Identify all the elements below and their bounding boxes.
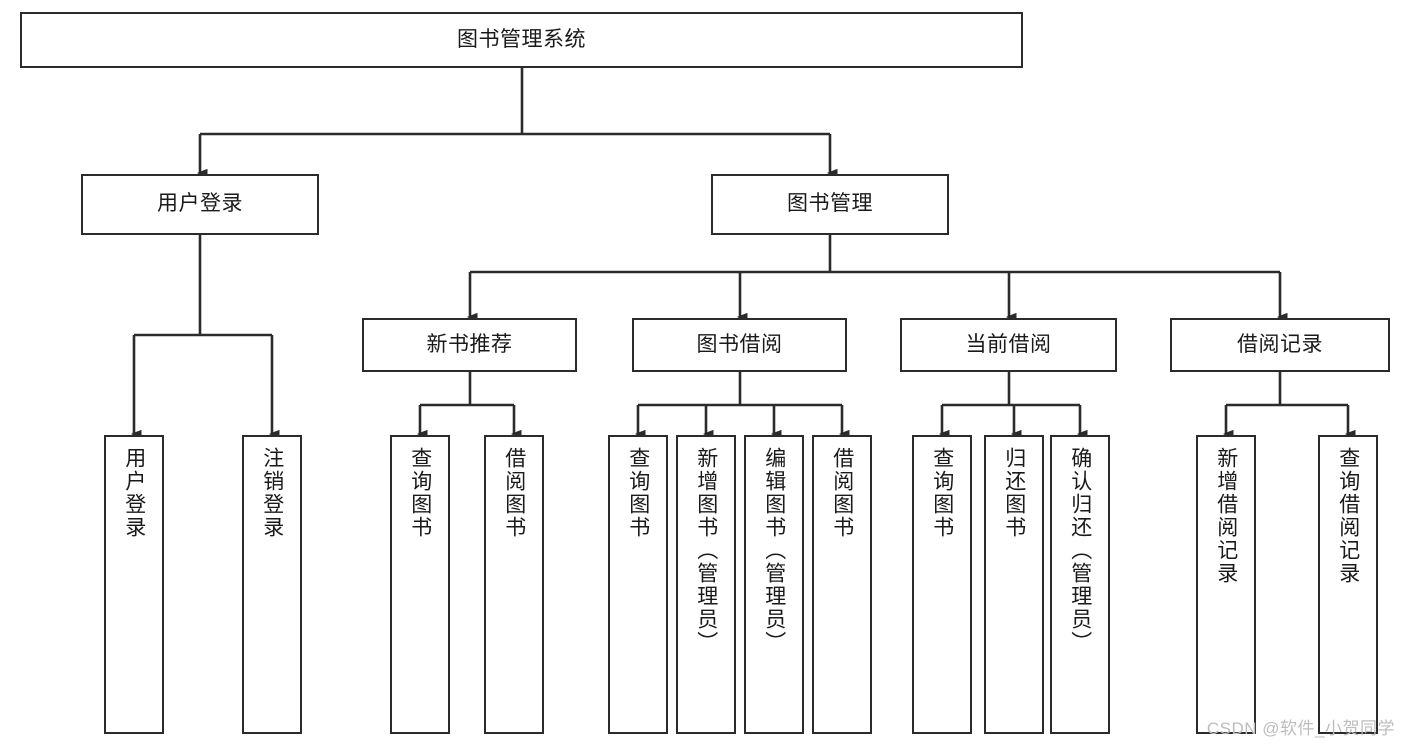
node-label: 当前借阅: [965, 332, 1052, 356]
node-new-book-rec[interactable]: 新书推荐: [362, 318, 577, 372]
node-leaf-borrow-1[interactable]: 借阅图书: [484, 435, 544, 734]
node-label: 借阅图书: [830, 447, 854, 539]
node-user-login[interactable]: 用户登录: [81, 174, 319, 235]
node-label: 用户登录: [157, 192, 243, 216]
node-label: 新增图书（管理员）: [694, 447, 718, 654]
connector-lines: [134, 68, 1348, 434]
node-leaf-confirm[interactable]: 确认归还（管理员）: [1050, 435, 1110, 734]
node-borrow-record[interactable]: 借阅记录: [1170, 318, 1390, 372]
node-label: 图书管理: [787, 192, 873, 216]
node-root[interactable]: 图书管理系统: [20, 12, 1023, 68]
node-leaf-user-login[interactable]: 用户登录: [104, 435, 164, 734]
node-label: 图书管理系统: [457, 27, 586, 51]
node-leaf-query-3[interactable]: 查询图书: [912, 435, 972, 734]
node-leaf-query-1[interactable]: 查询图书: [390, 435, 450, 734]
node-label: 注销登录: [260, 447, 284, 539]
node-book-borrow[interactable]: 图书借阅: [632, 318, 847, 372]
node-current-borrow[interactable]: 当前借阅: [900, 318, 1117, 372]
node-label: 查询图书: [626, 447, 650, 539]
node-label: 查询借阅记录: [1336, 447, 1360, 585]
node-label: 借阅记录: [1237, 332, 1323, 356]
node-label: 新书推荐: [426, 332, 513, 356]
node-leaf-add-book[interactable]: 新增图书（管理员）: [676, 435, 736, 734]
node-leaf-borrow-2[interactable]: 借阅图书: [812, 435, 872, 734]
node-book-manage[interactable]: 图书管理: [711, 174, 949, 235]
node-label: 归还图书: [1002, 447, 1026, 539]
node-leaf-query-rec[interactable]: 查询借阅记录: [1318, 435, 1378, 734]
node-leaf-query-2[interactable]: 查询图书: [608, 435, 668, 734]
node-label: 查询图书: [408, 447, 432, 539]
node-label: 用户登录: [122, 447, 146, 539]
node-label: 新增借阅记录: [1214, 447, 1238, 585]
node-leaf-return[interactable]: 归还图书: [984, 435, 1044, 734]
node-label: 图书借阅: [696, 332, 783, 356]
node-leaf-logout[interactable]: 注销登录: [242, 435, 302, 734]
node-label: 借阅图书: [502, 447, 526, 539]
node-label: 编辑图书（管理员）: [762, 447, 786, 654]
node-label: 确认归还（管理员）: [1068, 447, 1092, 654]
node-leaf-edit-book[interactable]: 编辑图书（管理员）: [744, 435, 804, 734]
node-label: 查询图书: [930, 447, 954, 539]
node-leaf-add-rec[interactable]: 新增借阅记录: [1196, 435, 1256, 734]
